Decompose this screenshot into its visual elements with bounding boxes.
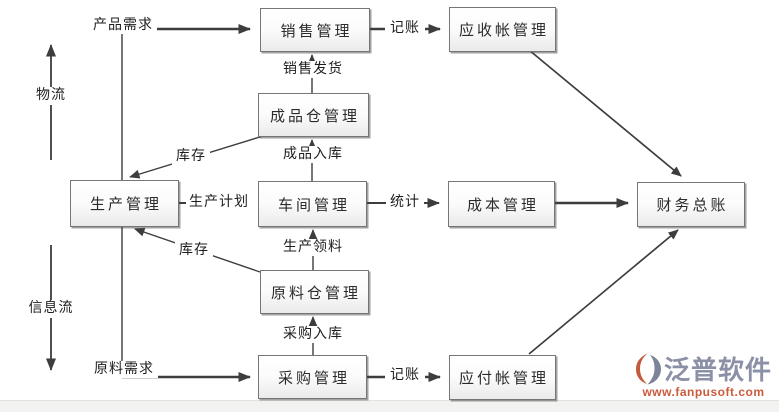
node-label: 生产管理 (89, 197, 162, 213)
edge-label-product-demand: 产品需求 (89, 17, 157, 34)
edge-label-production-plan: 生产计划 (186, 194, 252, 211)
fanpu-watermark: 泛普软件 www.fanpusoft.com (635, 350, 772, 399)
node-label: 应收帐管理 (458, 23, 549, 39)
edge-label-bookkeeping-bottom: 记账 (385, 367, 425, 384)
node-label: 财务总账 (656, 198, 729, 214)
node-cost-management: 成本管理 (448, 181, 555, 227)
node-sales-management: 销售管理 (260, 8, 370, 52)
node-label: 车间管理 (277, 197, 350, 214)
brand-name: 泛普软件 (663, 356, 772, 385)
edge-payable-to-ledger-arrow (528, 229, 679, 355)
fanpu-logo-icon (635, 352, 661, 384)
node-label: 成品仓管理 (269, 108, 360, 125)
edge-label-stock-lower: 库存 (175, 242, 213, 259)
edge-label-finished-goods-in: 成品入库 (281, 146, 345, 163)
node-label: 销售管理 (280, 23, 353, 40)
brand-url[interactable]: www.fanpusoft.com (642, 385, 765, 399)
node-production-management: 生产管理 (70, 180, 179, 227)
edge-label-purchase-in: 采购入库 (281, 326, 345, 343)
edge-label-bookkeeping-top: 记账 (385, 20, 425, 37)
node-label: 成本管理 (466, 197, 539, 214)
node-finished-goods-warehouse: 成品仓管理 (258, 93, 369, 137)
node-label: 采购管理 (277, 370, 350, 387)
node-label: 原料仓管理 (270, 285, 361, 302)
edge-label-statistics: 统计 (386, 194, 424, 211)
node-workshop-management: 车间管理 (258, 181, 367, 227)
node-raw-material-warehouse: 原料仓管理 (260, 270, 369, 314)
node-purchase-management: 采购管理 (258, 355, 367, 399)
node-label: 应付帐管理 (458, 371, 549, 387)
logistics-flow-label: 物流 (30, 87, 72, 105)
edge-label-stock-upper: 库存 (172, 148, 210, 165)
edge-label-material-demand: 原料需求 (90, 361, 158, 378)
node-general-ledger: 财务总账 (637, 182, 745, 227)
edge-label-sales-shipping: 销售发货 (281, 61, 345, 78)
bottom-window-bar (0, 400, 779, 412)
information-flow-label: 信息流 (24, 300, 78, 318)
node-accounts-payable: 应付帐管理 (449, 355, 556, 400)
edge-receivable-to-ledger-arrow (528, 49, 682, 177)
node-accounts-receivable: 应收帐管理 (449, 7, 556, 52)
edge-label-material-requisition: 生产领料 (281, 239, 345, 256)
